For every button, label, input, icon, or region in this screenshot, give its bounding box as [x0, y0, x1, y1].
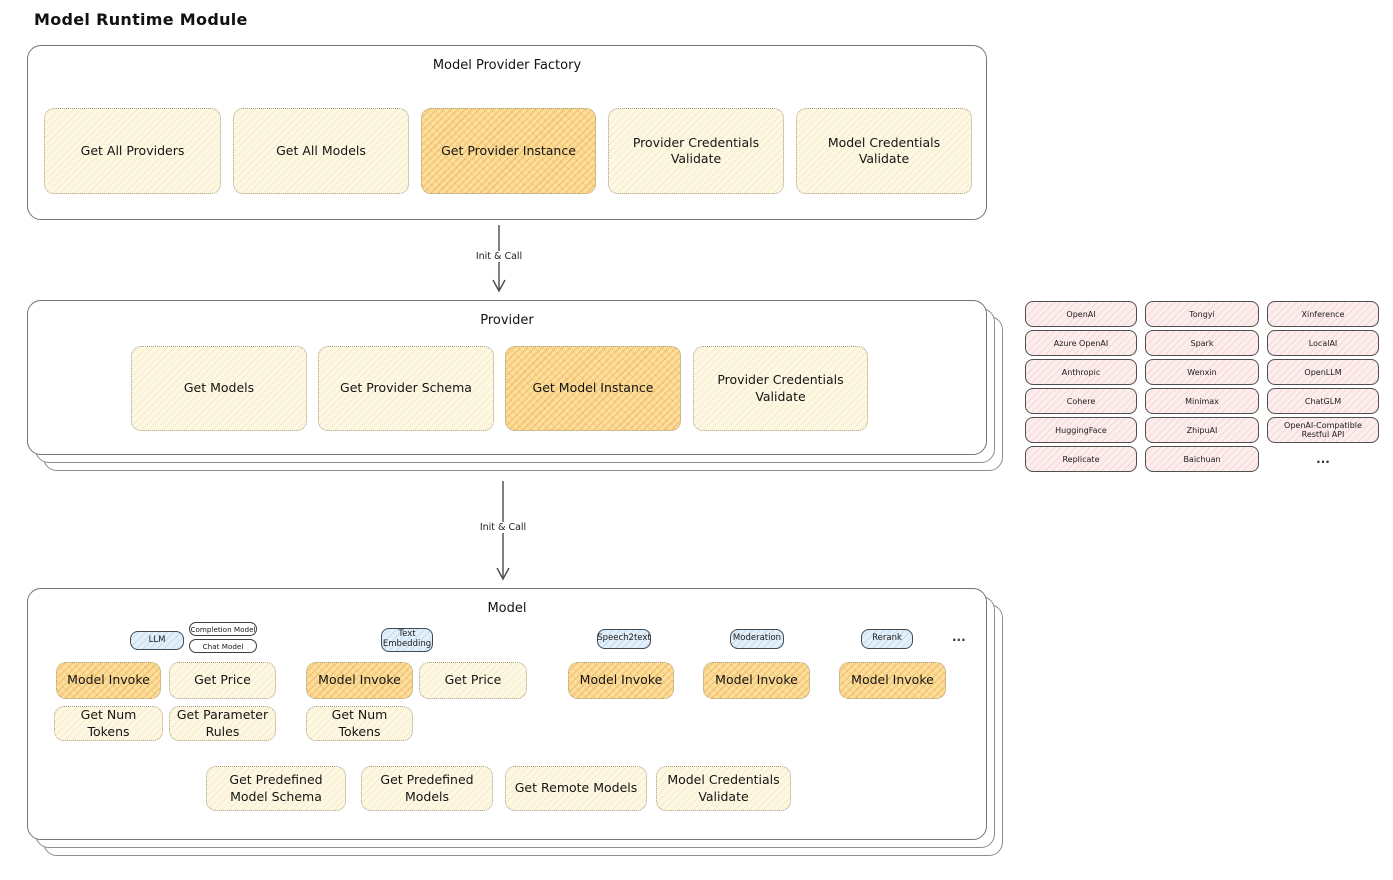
provider-chip-chatglm[interactable]: ChatGLM	[1267, 388, 1379, 414]
provider-chip-spark[interactable]: Spark	[1145, 330, 1259, 356]
init-call-label-1: Init & Call	[472, 251, 526, 262]
model-provider-factory-box: Model Provider Factory Get All Providers…	[27, 45, 987, 220]
provider-chip-baichuan[interactable]: Baichuan	[1145, 446, 1259, 472]
model-provider-factory-title: Model Provider Factory	[432, 58, 582, 73]
init-call-arrow-2: Init & Call	[473, 481, 533, 583]
provider-credentials-validate-button[interactable]: Provider Credentials Validate	[608, 108, 784, 194]
rerank-badge[interactable]: Rerank	[861, 629, 913, 649]
get-predefined-models-button[interactable]: Get Predefined Models	[361, 766, 493, 811]
provider-list-ellipsis: ...	[1316, 452, 1330, 466]
provider-list: OpenAI Tongyi Xinference Azure OpenAI Sp…	[1025, 301, 1379, 472]
text-embedding-get-num-tokens-button[interactable]: Get Num Tokens	[306, 706, 413, 741]
provider-chip-anthropic[interactable]: Anthropic	[1025, 359, 1137, 385]
provider-box: Provider Get Models Get Provider Schema …	[27, 300, 987, 455]
provider-chip-cohere[interactable]: Cohere	[1025, 388, 1137, 414]
provider-chip-tongyi[interactable]: Tongyi	[1145, 301, 1259, 327]
provider-chip-wenxin[interactable]: Wenxin	[1145, 359, 1259, 385]
get-provider-instance-button[interactable]: Get Provider Instance	[421, 108, 596, 194]
provider-chip-huggingface[interactable]: HuggingFace	[1025, 417, 1137, 443]
speech2text-badge[interactable]: Speech2text	[597, 629, 651, 649]
model-box: Model LLM Completion Model Chat Model Te…	[27, 588, 987, 840]
provider-chip-openai[interactable]: OpenAI	[1025, 301, 1137, 327]
model-credentials-validate-button[interactable]: Model Credentials Validate	[796, 108, 972, 194]
provider-chip-minimax[interactable]: Minimax	[1145, 388, 1259, 414]
model-types-ellipsis: ...	[952, 630, 966, 644]
get-provider-schema-button[interactable]: Get Provider Schema	[318, 346, 494, 431]
get-remote-models-button[interactable]: Get Remote Models	[505, 766, 647, 811]
completion-model-badge[interactable]: Completion Model	[189, 622, 257, 636]
provider-credentials-validate-button-2[interactable]: Provider Credentials Validate	[693, 346, 868, 431]
provider-chip-openai-compatible[interactable]: OpenAI-Compatible Restful API	[1267, 417, 1379, 443]
get-all-providers-button[interactable]: Get All Providers	[44, 108, 221, 194]
chat-model-badge[interactable]: Chat Model	[189, 639, 257, 653]
get-all-models-button[interactable]: Get All Models	[233, 108, 409, 194]
init-call-arrow-1: Init & Call	[469, 225, 529, 295]
provider-chip-localai[interactable]: LocalAI	[1267, 330, 1379, 356]
llm-model-invoke-button[interactable]: Model Invoke	[56, 662, 161, 699]
init-call-label-2: Init & Call	[476, 522, 530, 533]
rerank-model-invoke-button[interactable]: Model Invoke	[839, 662, 946, 699]
provider-chip-azure-openai[interactable]: Azure OpenAI	[1025, 330, 1137, 356]
text-embedding-model-invoke-button[interactable]: Model Invoke	[306, 662, 413, 699]
model-title: Model	[487, 601, 527, 616]
page-title: Model Runtime Module	[34, 10, 248, 29]
provider-chip-zhipuai[interactable]: ZhipuAI	[1145, 417, 1259, 443]
provider-chip-replicate[interactable]: Replicate	[1025, 446, 1137, 472]
moderation-badge[interactable]: Moderation	[730, 629, 784, 649]
provider-chip-xinference[interactable]: Xinference	[1267, 301, 1379, 327]
get-models-button[interactable]: Get Models	[131, 346, 307, 431]
llm-get-price-button[interactable]: Get Price	[169, 662, 276, 699]
moderation-model-invoke-button[interactable]: Model Invoke	[703, 662, 810, 699]
provider-title: Provider	[480, 313, 534, 328]
text-embedding-badge[interactable]: Text Embedding	[381, 628, 433, 652]
model-credentials-validate-button-2[interactable]: Model Credentials Validate	[656, 766, 791, 811]
llm-get-num-tokens-button[interactable]: Get Num Tokens	[54, 706, 163, 741]
provider-chip-openllm[interactable]: OpenLLM	[1267, 359, 1379, 385]
text-embedding-get-price-button[interactable]: Get Price	[419, 662, 527, 699]
get-model-instance-button[interactable]: Get Model Instance	[505, 346, 681, 431]
speech2text-model-invoke-button[interactable]: Model Invoke	[568, 662, 674, 699]
get-predefined-model-schema-button[interactable]: Get Predefined Model Schema	[206, 766, 346, 811]
llm-get-parameter-rules-button[interactable]: Get Parameter Rules	[169, 706, 276, 741]
llm-badge[interactable]: LLM	[130, 631, 184, 650]
